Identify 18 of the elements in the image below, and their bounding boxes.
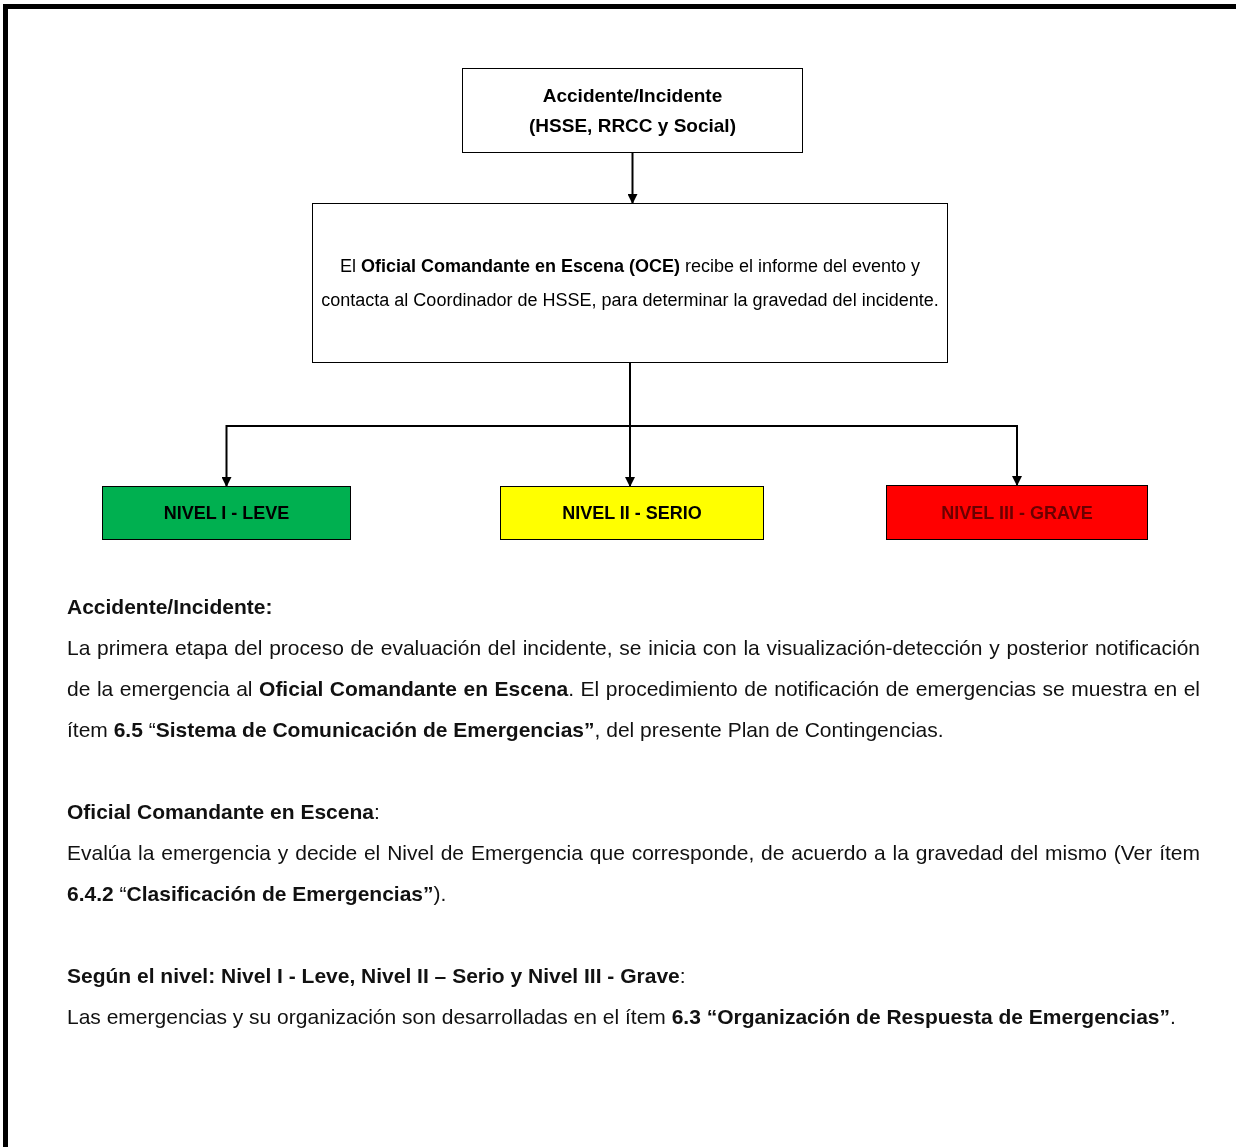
box-label: (HSSE, RRCC y Social): [529, 113, 736, 138]
section-heading: Accidente/Incidente:: [67, 594, 274, 620]
level-box: [500, 486, 764, 540]
arrow: [627, 152, 638, 204]
section-heading: Oficial Comandante en Escena:: [67, 799, 381, 825]
box-label: NIVEL II - SERIO: [562, 502, 702, 525]
box-label: NIVEL III - GRAVE: [941, 501, 1093, 525]
paragraph: Las emergencias y su organización son desarrolladas en el ítem 6.3 “Organización de Respuesta de Emergencias”.: [67, 1004, 1177, 1030]
description-text: El Oficial Comandante en Escena (OCE) recibe el informe del evento y contacta al Coordinador de HSSE, para determinar la gravedad del incidente.: [320, 255, 940, 312]
box-label: Accidente/Incidente: [542, 83, 723, 108]
level-box: [886, 485, 1148, 540]
section-heading: Según el nivel: Nivel I - Leve, Nivel II – Serio y Nivel III - Grave:: [67, 963, 687, 989]
event-box: [462, 68, 803, 153]
paragraph: Evalúa la emergencia y decide el Nivel de Emergencia que corresponde, de acuerdo a la gravedad del mismo (Ver ítem 6.4.2 “Clasificación de Emergencias”).: [67, 840, 1200, 907]
paragraph: La primera etapa del proceso de evaluación del incidente, se inicia con la visualización-detección y posterior notificación de la emergencia al Oficial Comandante en Escena. El procedimiento de notificación de emergencias se muestra en el ítem 6.5 “Sistema de Comunicación de Emergencias”, del presente Plan de Contingencias.: [67, 635, 1200, 743]
box-label: NIVEL I - LEVE: [163, 502, 290, 525]
level-box: [102, 486, 351, 540]
process-box: [312, 203, 948, 363]
